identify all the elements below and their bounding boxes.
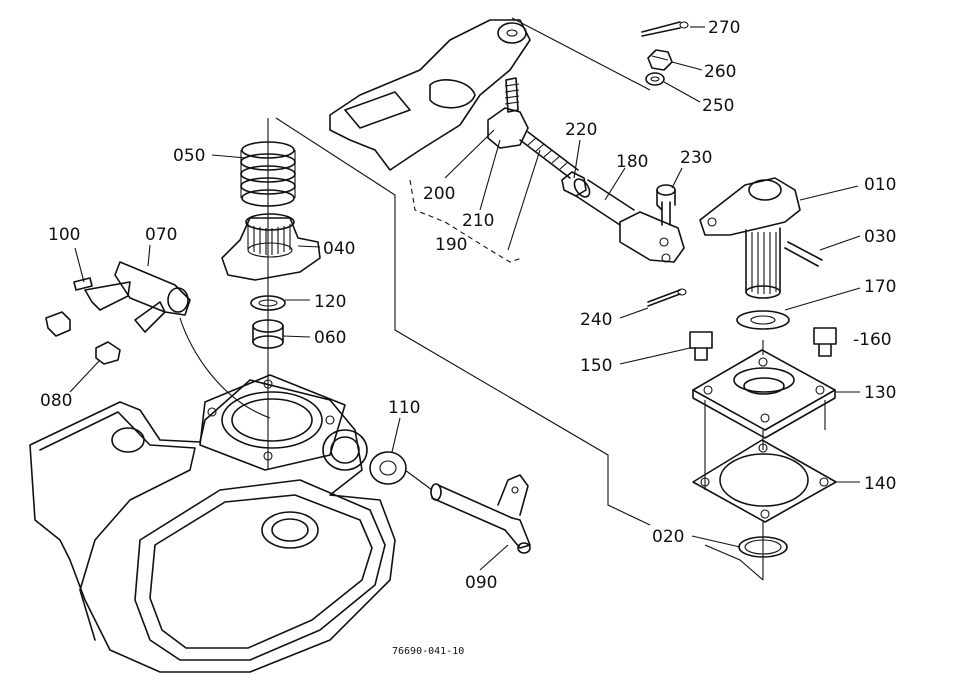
transmission-case <box>29 374 396 673</box>
part-label-210: 210 <box>462 211 494 231</box>
part-label-040: 040 <box>323 239 355 259</box>
part-label-020: 020 <box>652 527 684 547</box>
part-label-250: 250 <box>702 96 734 116</box>
castle-nut-260 <box>647 49 673 71</box>
part-label-230: 230 <box>680 148 712 168</box>
part-label-130: 130 <box>864 383 896 403</box>
part-label-080: 080 <box>40 391 72 411</box>
part-label-170: 170 <box>864 277 896 297</box>
drawing-code: 76690-041-10 <box>392 646 464 657</box>
part-label-100: 100 <box>48 225 80 245</box>
part-label-240: 240 <box>580 310 612 330</box>
part-label-010: 010 <box>864 175 896 195</box>
steering-arm <box>699 177 823 299</box>
lever-070 <box>84 261 191 333</box>
cotter-pin-270 <box>641 21 689 37</box>
clevis-pin <box>656 184 676 226</box>
seal-170 <box>736 310 790 330</box>
gasket-140 <box>692 439 837 523</box>
bolt-150 <box>689 331 713 361</box>
pin-100 <box>73 277 93 291</box>
part-label-050: 050 <box>173 146 205 166</box>
part-label-070: 070 <box>145 225 177 245</box>
key-080 <box>95 341 121 365</box>
assembly-lines <box>179 17 826 581</box>
part-label-260: 260 <box>704 62 736 82</box>
leader-lines <box>69 26 861 571</box>
pitman-arm <box>329 19 531 171</box>
part-label-200: 200 <box>423 184 455 204</box>
washer-250 <box>645 72 665 86</box>
part-label-110: 110 <box>388 398 420 418</box>
part-label-140: 140 <box>864 474 896 494</box>
block-small <box>45 311 71 337</box>
part-label-090: 090 <box>465 573 497 593</box>
part-label-190: 190 <box>435 235 467 255</box>
gear <box>221 213 321 281</box>
cotter-pin-240 <box>647 288 687 307</box>
part-label-270: 270 <box>708 18 740 38</box>
part-label-030: 030 <box>864 227 896 247</box>
part-label-180: 180 <box>616 152 648 172</box>
part-label-220: 220 <box>565 120 597 140</box>
part-label-150: 150 <box>580 356 612 376</box>
part-label-160: -160 <box>853 330 892 350</box>
tie-rod-end <box>487 77 685 263</box>
bolt-160 <box>813 327 837 357</box>
part-labels: 270 260 250 220 230 180 010 030 050 200 … <box>40 18 896 593</box>
part-label-060: 060 <box>314 328 346 348</box>
washer-110 <box>369 451 407 485</box>
part-label-120: 120 <box>314 292 346 312</box>
shaft-090 <box>430 474 531 554</box>
housing-130 <box>692 349 836 439</box>
